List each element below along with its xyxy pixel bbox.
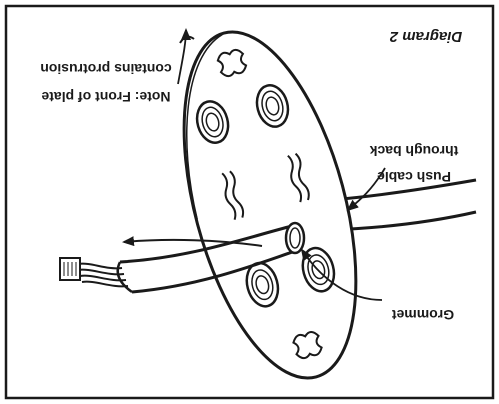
push-cable-line-1: through back — [369, 143, 458, 159]
diagram-caption: Diagram 2 — [389, 28, 462, 45]
connector — [60, 258, 80, 280]
grommet — [286, 223, 304, 253]
note-line-1: contains protrusion — [40, 61, 171, 77]
note-line-2: Note: Front of plate — [41, 89, 170, 105]
grommet-label: Grommet — [392, 307, 455, 323]
note-leader-arrow — [178, 30, 186, 84]
push-cable-line-2: Push cable — [377, 169, 451, 185]
plate-tab — [180, 37, 194, 43]
